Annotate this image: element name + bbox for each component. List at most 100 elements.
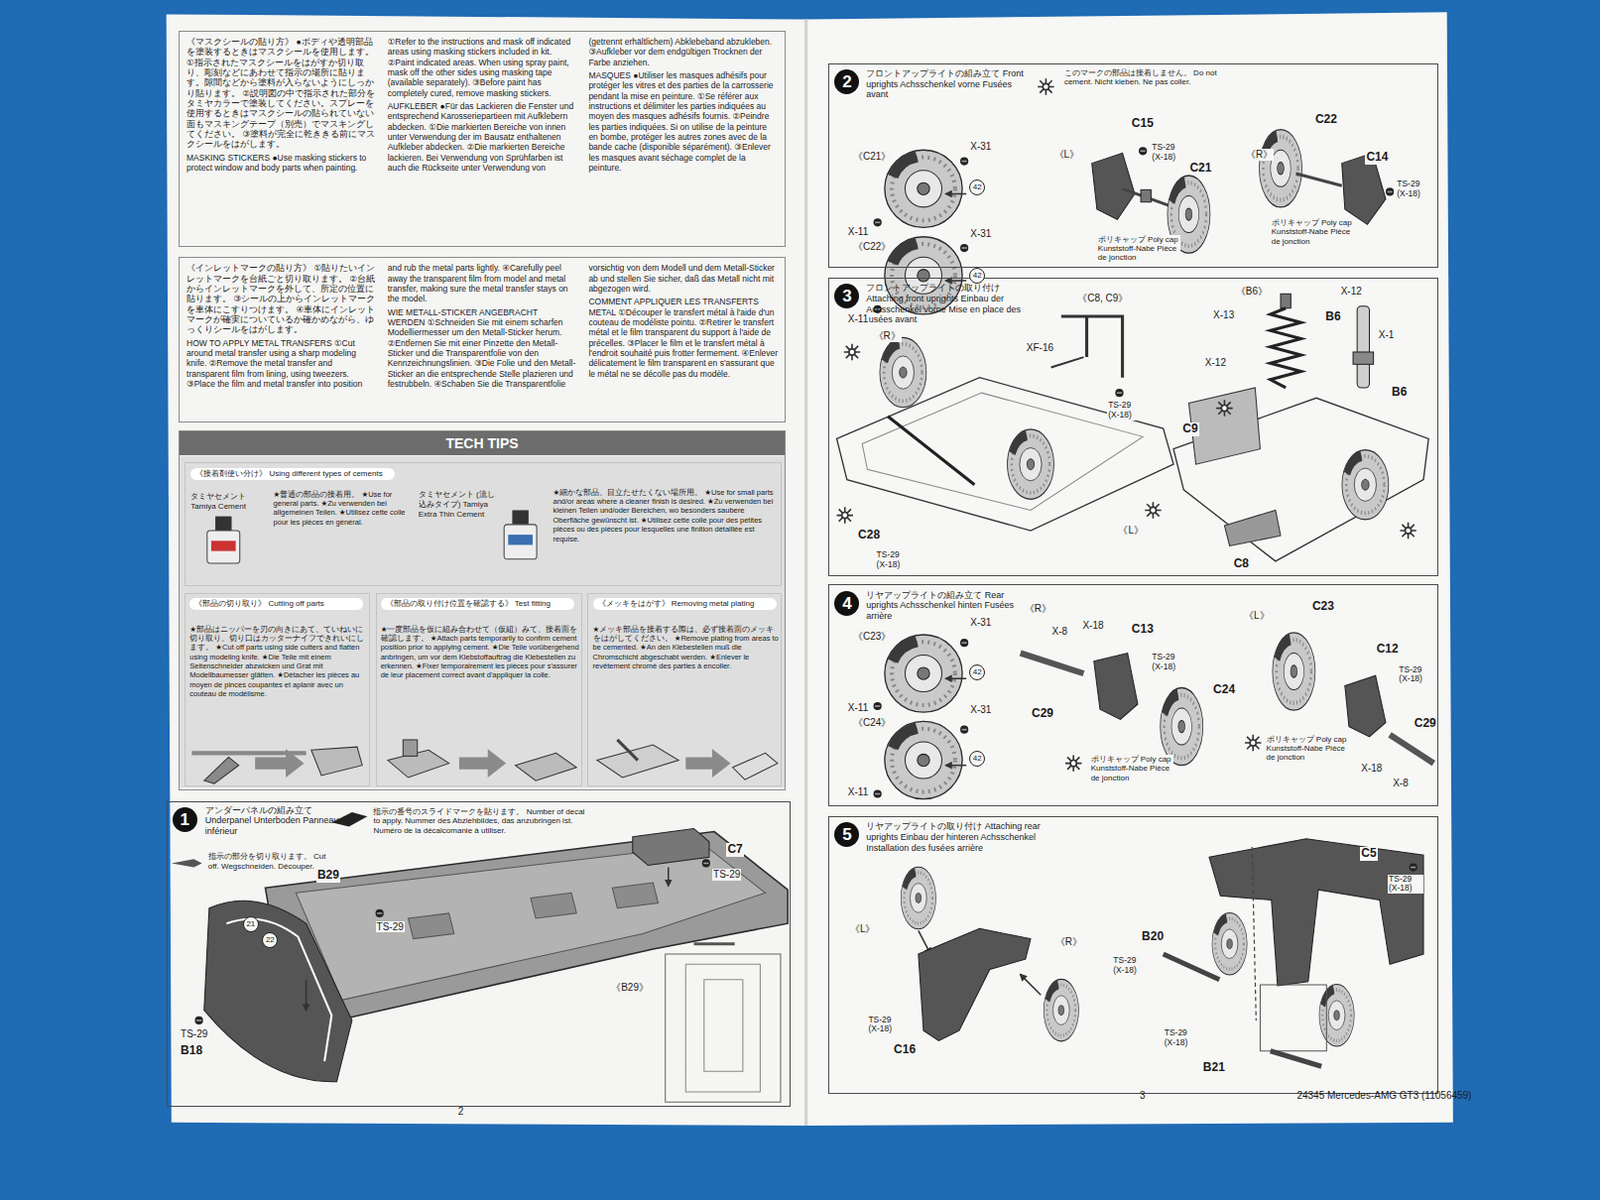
page-footer: 24345 Mercedes-AMG GT3 (11056459) bbox=[1295, 1090, 1473, 1103]
part-number: C29 bbox=[1413, 717, 1438, 732]
page-footer: 2 bbox=[457, 1106, 466, 1118]
page-footer: 3 bbox=[1138, 1090, 1147, 1103]
part-number: C8 bbox=[1232, 557, 1250, 572]
screw-label: TS-29 (X-18) bbox=[1150, 142, 1187, 163]
screw-label: TS-29 (X-18) bbox=[1397, 665, 1434, 686]
screw-label: TS-29 (X-18) bbox=[1395, 179, 1432, 200]
part-label: 《C24》 bbox=[852, 717, 892, 730]
part-number: C12 bbox=[1375, 642, 1400, 657]
tip-box: 《メッキをはがす》 Removing metal plating★メッキ部品を接… bbox=[587, 593, 781, 787]
part-label: TS-29 bbox=[179, 1028, 209, 1041]
step-heading: アンダーパネルの組み立て Underpanel Unterboden Panne… bbox=[205, 805, 359, 838]
step-number: 4 bbox=[834, 591, 860, 616]
step-number: 3 bbox=[834, 283, 860, 309]
part-label: X-13 bbox=[1212, 309, 1235, 322]
screw-label: TS-29 (X-18) bbox=[866, 1015, 903, 1036]
part-label: TS-29 bbox=[375, 921, 405, 934]
part-label: 《C8, C9》 bbox=[1076, 292, 1129, 305]
instruction-text: 《インレットマークの貼り方》 ①貼りたいインレットマークを台紙ごと切り取ります。… bbox=[186, 262, 376, 336]
screw-label: TS-29 (X-18) bbox=[1387, 874, 1424, 895]
step-heading: フロントアップライトの組み立て Front uprights Achsschen… bbox=[865, 68, 1030, 101]
instruction-text: MASQUES ●Utiliser les masques adhésifs p… bbox=[588, 70, 778, 174]
text-columns: 《マスクシールの貼り方》 ●ボディや透明部品を塗装するときはマスクシールを使用し… bbox=[179, 31, 785, 180]
part-note: ポリキャップ Poly cap Kunststoff-Nabe Pièce de… bbox=[1265, 735, 1350, 763]
part-label: X-11 bbox=[847, 313, 869, 326]
part-label: 《B29》 bbox=[610, 982, 650, 994]
step-note: 指示の番号のスライドマークを貼ります。 Number of decal to a… bbox=[372, 807, 593, 837]
part-label: X-11 bbox=[847, 786, 869, 799]
tip-box: 《部品の取り付け位置を確認する》 Test fitting ★一度部品を仮に組み合… bbox=[375, 593, 584, 787]
screw-label: TS-29 (X-18) bbox=[1163, 1028, 1200, 1049]
part-label: 《L》 bbox=[1116, 524, 1145, 537]
part-number: C5 bbox=[1359, 847, 1377, 862]
part-number: C21 bbox=[1188, 161, 1213, 176]
part-number: C29 bbox=[1030, 707, 1055, 722]
part-label: X-31 bbox=[969, 140, 992, 153]
decal-number: 22 bbox=[261, 932, 278, 949]
product-name: タミヤセメント (流し込みタイプ) Tamiya Extra Thin Ceme… bbox=[418, 490, 502, 520]
step-heading: フロントアップライトの取り付け Attaching front uprights… bbox=[865, 282, 1040, 326]
part-label: X-18 bbox=[1081, 619, 1105, 632]
part-label: 《C21》 bbox=[852, 150, 892, 163]
part-number: C24 bbox=[1212, 683, 1236, 698]
part-label: X-8 bbox=[1051, 625, 1070, 638]
part-number: C14 bbox=[1364, 150, 1389, 165]
screw-label: TS-29 (X-18) bbox=[1150, 652, 1187, 673]
part-number: C16 bbox=[892, 1043, 917, 1058]
tip-box: 《部品の切り取り》 Cutting off parts ★部品はニッパーを刃の向き… bbox=[184, 593, 370, 787]
part-label: X-11 bbox=[847, 226, 869, 239]
tip-text: ★部品はニッパーを刃の向きにあて、ていねいに切り取り、切り口はカッターナイフでき… bbox=[189, 624, 366, 700]
step-panel: 1 アンダーパネルの組み立て Underpanel Unterboden Pann… bbox=[166, 801, 792, 1108]
tip-heading: 《部品の取り付け位置を確認する》 Test fitting bbox=[380, 598, 575, 611]
part-label: TS-29 bbox=[712, 868, 741, 881]
step-note: 指示の部分を切り取ります。 Cut off. Wegschneiden. Déc… bbox=[208, 852, 331, 871]
tip-box: 《接着剤使い分け》 Using different types of cemen… bbox=[184, 462, 782, 588]
step-number: 1 bbox=[172, 807, 198, 833]
part-number: B18 bbox=[179, 1044, 204, 1059]
screw-label: TS-29 (X-18) bbox=[875, 550, 912, 571]
decal-number: 42 bbox=[969, 664, 985, 681]
part-label: 《B6》 bbox=[1234, 285, 1269, 298]
part-label: X-8 bbox=[1391, 777, 1410, 790]
instruction-section: 《マスクシールの貼り方》 ●ボディや透明部品を塗装するときはマスクシールを使用し… bbox=[178, 30, 786, 247]
part-label: X-11 bbox=[847, 702, 869, 715]
part-label: 《C23》 bbox=[852, 630, 892, 643]
tip-text: ★細かな部品、目立たせたくない場所用。 ★Use for small parts… bbox=[552, 488, 779, 544]
part-label: 《R》 bbox=[1054, 936, 1084, 949]
part-number: C28 bbox=[857, 528, 881, 543]
tip-heading: 《部品の切り取り》 Cutting off parts bbox=[189, 598, 364, 611]
part-label: 《L》 bbox=[849, 923, 877, 936]
text-columns: 《インレットマークの貼り方》 ①貼りたいインレットマークを台紙ごと切り取ります。… bbox=[179, 257, 785, 394]
screw-label: TS-29 (X-18) bbox=[1107, 400, 1143, 421]
decal-number: 42 bbox=[969, 750, 985, 767]
part-label: XF-16 bbox=[1025, 342, 1055, 355]
tips-panel: TECH TIPS 《接着剤使い分け》 Using different types… bbox=[178, 430, 786, 791]
part-number: B21 bbox=[1202, 1061, 1227, 1076]
step-heading: リヤアップライトの取り付け Attaching rear uprights Ei… bbox=[865, 821, 1045, 854]
part-number: B20 bbox=[1140, 930, 1165, 945]
step-number: 2 bbox=[834, 69, 860, 95]
part-label: X-12 bbox=[1204, 357, 1228, 370]
part-label: X-31 bbox=[969, 616, 992, 629]
screw-label: TS-29 (X-18) bbox=[1111, 956, 1148, 977]
instruction-section: 《インレットマークの貼り方》 ①貼りたいインレットマークを台紙ごと切り取ります。… bbox=[178, 256, 786, 423]
tip-text: ★メッキ部品を接着する際は、必ず接着面のメッキをはがしてください。 ★Remov… bbox=[593, 624, 779, 672]
part-note: ポリキャップ Poly cap Kunststoff-Nabe Pièce de… bbox=[1090, 754, 1174, 783]
part-label: X-12 bbox=[1340, 285, 1363, 298]
step-heading: リヤアップライトの組み立て Rear uprights Achsschenkel… bbox=[865, 590, 1030, 622]
decal-number: 42 bbox=[969, 267, 985, 284]
part-label: 《L》 bbox=[1242, 610, 1271, 622]
step-number: 5 bbox=[834, 822, 860, 848]
part-number: B6 bbox=[1324, 310, 1342, 325]
part-number: C22 bbox=[1314, 113, 1339, 127]
part-label: X-18 bbox=[1359, 762, 1383, 775]
section-heading: TECH TIPS bbox=[179, 431, 785, 456]
step-panel: 5リヤアップライトの取り付け Attaching rear uprights E… bbox=[828, 816, 1439, 1095]
decal-number: 21 bbox=[243, 916, 259, 933]
tip-text: ★一度部品を仮に組み合わせて（仮組）みて、接着面を確認します。 ★Attach … bbox=[380, 624, 581, 681]
decal-number: 42 bbox=[969, 179, 985, 196]
part-number: B6 bbox=[1390, 385, 1408, 400]
part-label: 《R》 bbox=[1244, 148, 1274, 161]
part-note: ポリキャップ Poly cap Kunststoff-Nabe Pièce de… bbox=[1097, 235, 1181, 263]
instruction-text: 《マスクシールの貼り方》 ●ボディや透明部品を塗装するときはマスクシールを使用し… bbox=[186, 36, 376, 150]
